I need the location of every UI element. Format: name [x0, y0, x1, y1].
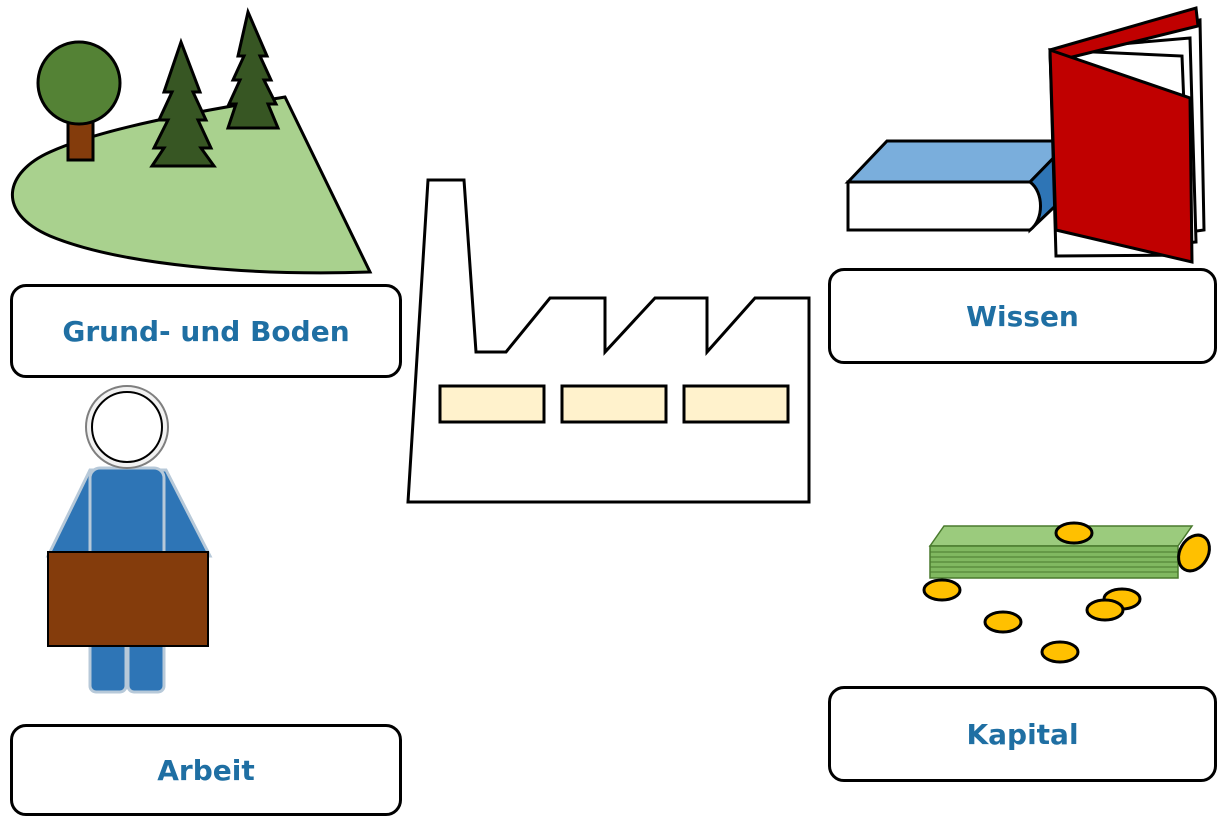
blue-book-pages: [846, 180, 1042, 232]
factory-window: [438, 384, 546, 424]
worker-crate: [47, 551, 209, 647]
factory-icon: [406, 178, 811, 504]
label-grund-und-boden: Grund- und Boden: [10, 284, 402, 378]
worker-icon: [45, 385, 213, 694]
round-tree-crown: [36, 40, 122, 126]
factory-window: [682, 384, 790, 424]
worker-leg: [88, 638, 128, 694]
coin: [1054, 521, 1094, 545]
coin: [922, 578, 962, 602]
label-arbeit: Arbeit: [10, 724, 402, 816]
label-arbeit-text: Arbeit: [157, 753, 255, 787]
coin: [1177, 533, 1211, 573]
label-wissen-text: Wissen: [966, 299, 1079, 333]
worker-leg: [126, 638, 166, 694]
red-book-cover: [1048, 47, 1194, 264]
factory-window: [560, 384, 668, 424]
books-icon: [844, 6, 1206, 264]
fir-tree: [225, 7, 281, 130]
label-grund-und-boden-text: Grund- und Boden: [62, 314, 350, 348]
coin: [1085, 598, 1125, 622]
worker-head: [91, 391, 163, 463]
label-wissen: Wissen: [828, 268, 1217, 364]
coin: [983, 610, 1023, 634]
banknote-edges: [930, 551, 1178, 573]
worker-torso: [88, 466, 166, 566]
label-kapital-text: Kapital: [966, 717, 1079, 751]
fir-tree: [149, 37, 217, 168]
factory-building: [406, 178, 811, 504]
landscape-icon: [10, 7, 373, 275]
label-kapital: Kapital: [828, 686, 1217, 782]
money-icon: [922, 521, 1211, 664]
coin: [1040, 640, 1080, 664]
